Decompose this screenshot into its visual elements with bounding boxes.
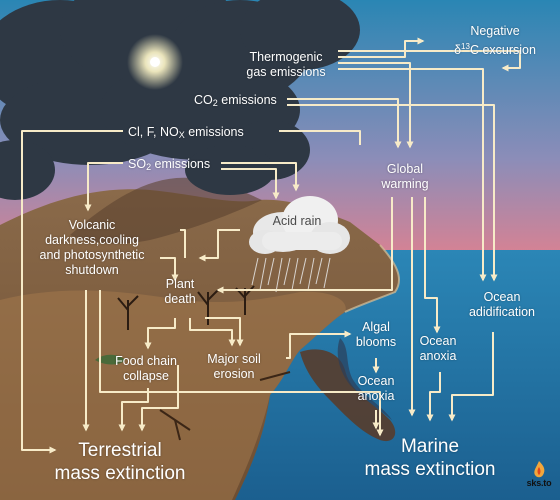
arrow-warming-to-anoxia [424, 197, 441, 334]
arrow-volcanic-to-marine [99, 290, 384, 437]
anoxia-left-line1: Ocean [357, 374, 395, 388]
volcanic-line1: Volcanic [68, 218, 116, 232]
negative-line1: Negative [470, 24, 520, 38]
arrow-warming-to-plant [216, 197, 393, 294]
negative-d13c-label: Negative δ13C excursion [430, 24, 560, 58]
global-warming-label: Global warming [370, 162, 440, 192]
soil-line2: erosion [213, 367, 255, 381]
arrow-clfnox-to-terrestrial [21, 130, 361, 450]
anoxia-left-line2: anoxia [357, 389, 395, 403]
negative-sup: 13 [461, 42, 470, 51]
arrow-plant-to-soil-b [205, 317, 244, 347]
terrestrial-extinction-label: Terrestrial mass extinction [40, 439, 200, 485]
ocean-acidification-label: Ocean adidification [452, 290, 552, 320]
arrow-thermogenic-to-d13c [338, 37, 425, 58]
clfnox-main: Cl, F, NO [128, 125, 179, 139]
volcanic-label: Volcanic darkness,cooling and photosynth… [22, 218, 162, 278]
plant-line2: death [164, 292, 196, 306]
skeptical-science-flame-icon [534, 461, 545, 478]
algal-plume [337, 338, 392, 420]
food-chain-label: Food chain collapse [104, 354, 188, 384]
arrow-volcanic-to-plant [160, 257, 179, 282]
arrow-soil-to-algal [286, 330, 352, 359]
negative-delta: δ [454, 43, 462, 57]
terrestrial-line1: Terrestrial [78, 440, 162, 461]
food-line2: collapse [123, 369, 169, 383]
clfnox-sub: X [178, 130, 185, 140]
volcanic-cloud [0, 0, 360, 200]
plant-death-label: Plant death [155, 277, 205, 307]
arrow-food-to-terrestrial [118, 388, 149, 432]
negative-line2: δ13C excursion [430, 39, 560, 58]
global-line1: Global [386, 162, 424, 176]
so2-main: SO [128, 157, 147, 171]
marine-extinction-label: Marine mass extinction [350, 435, 510, 481]
arrow-volcanic-to-plant-b [180, 229, 186, 258]
arrow-co2-to-acidification [287, 104, 498, 282]
sun-core [150, 57, 160, 67]
arrow-so2-to-acidrain-b [221, 168, 280, 200]
ocean-acid-line2: adidification [468, 305, 535, 319]
co2-emissions-label: CO2 emissions [194, 93, 277, 111]
plant-line1: Plant [165, 277, 195, 291]
algal-blooms-label: Algal blooms [348, 320, 404, 350]
so2-rest: emissions [151, 157, 211, 171]
marine-line2: mass extinction [364, 459, 496, 480]
fallen-animal [95, 354, 125, 365]
ocean-acid-line1: Ocean [483, 290, 521, 304]
ocean-anoxia-right-label: Ocean anoxia [412, 334, 464, 364]
arrow-co2-to-warming [287, 98, 402, 149]
algal-line1: Algal [362, 320, 390, 334]
arrow-thermogenic-to-warming [338, 62, 414, 149]
anoxia-right-line1: Ocean [419, 334, 457, 348]
so2-emissions-label: SO2 emissions [128, 157, 210, 175]
volcanic-line4: shutdown [65, 263, 119, 277]
co2-main: CO [194, 93, 213, 107]
arrow-thermogenic-to-acidification [338, 68, 487, 282]
global-line2: warming [381, 177, 429, 191]
skeptical-science-logo: sks.to [522, 460, 556, 496]
co2-sub: 2 [212, 98, 218, 108]
food-line1: Food chain [115, 354, 177, 368]
acid-rain-cloud [249, 196, 350, 254]
clfnox-rest: emissions [184, 125, 244, 139]
ocean-anoxia-left-label: Ocean anoxia [350, 374, 402, 404]
algal-line2: blooms [355, 335, 397, 349]
rain-streaks [251, 257, 331, 293]
arrow-anoxia-right-to-marine [426, 372, 441, 422]
arrow-so2-to-acidrain [221, 162, 300, 192]
arrow-soil-to-terrestrial [138, 365, 179, 432]
soil-line1: Major soil [207, 352, 261, 366]
arrow-so2-to-volcanic [84, 162, 123, 212]
co2-rest: emissions [217, 93, 277, 107]
volcanic-line2: darkness,cooling [45, 233, 139, 247]
sediment-plume [300, 349, 396, 442]
soil-erosion-label: Major soil erosion [196, 352, 272, 382]
arrow-plant-to-soil [189, 318, 236, 347]
logo-text: sks.to [526, 478, 552, 488]
arrow-acidification-to-marine [448, 332, 494, 422]
negative-rest: C excursion [469, 43, 536, 57]
terrestrial-line2: mass extinction [54, 463, 186, 484]
arrow-acidrain-to-plant [198, 229, 240, 262]
thermogenic-label: Thermogenic gas emissions [236, 50, 336, 80]
marine-line1: Marine [400, 436, 460, 457]
fossil-debris [159, 371, 291, 441]
thermogenic-line1: Thermogenic [249, 50, 323, 64]
anoxia-right-line2: anoxia [419, 349, 457, 363]
clfnox-emissions-label: Cl, F, NOX emissions [128, 125, 244, 143]
arrow-thermogenic-to-d13c-b [338, 50, 521, 72]
volcanic-line3: and photosynthetic [39, 248, 145, 262]
arrow-plant-to-food [144, 318, 176, 350]
acid-rain-label: Acid rain [272, 214, 322, 228]
volcano [70, 177, 262, 244]
thermogenic-line2: gas emissions [246, 65, 326, 79]
so2-sub: 2 [146, 162, 152, 172]
